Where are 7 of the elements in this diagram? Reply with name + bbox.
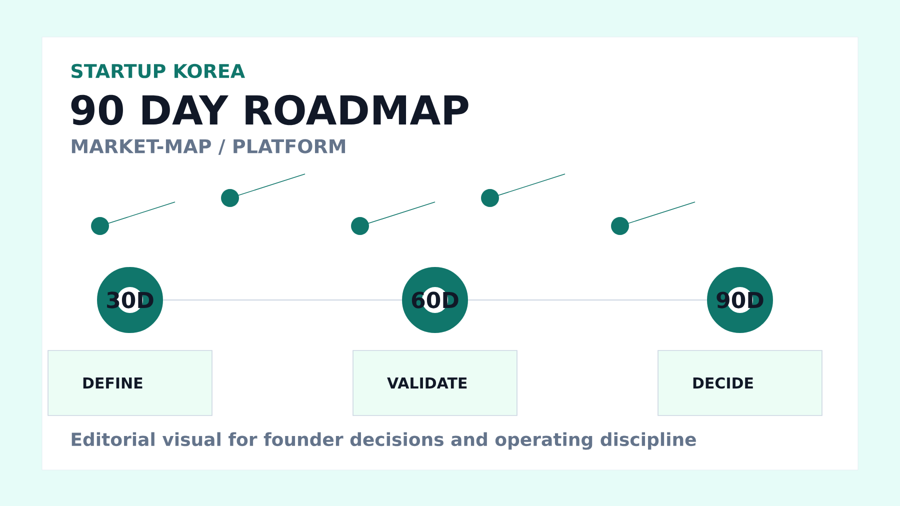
phase-box: DEFINE — [48, 350, 212, 416]
subtitle: MARKET-MAP / PLATFORM — [72, 139, 346, 155]
title: 90 DAY ROADMAP — [71, 94, 468, 126]
phase-box: VALIDATE — [352, 350, 518, 416]
phase-box: DECIDE — [658, 350, 822, 416]
kicker-text: STARTUP KOREA — [72, 64, 246, 78]
caption: Editorial visual for founder decisions and operating discipline — [72, 432, 696, 450]
